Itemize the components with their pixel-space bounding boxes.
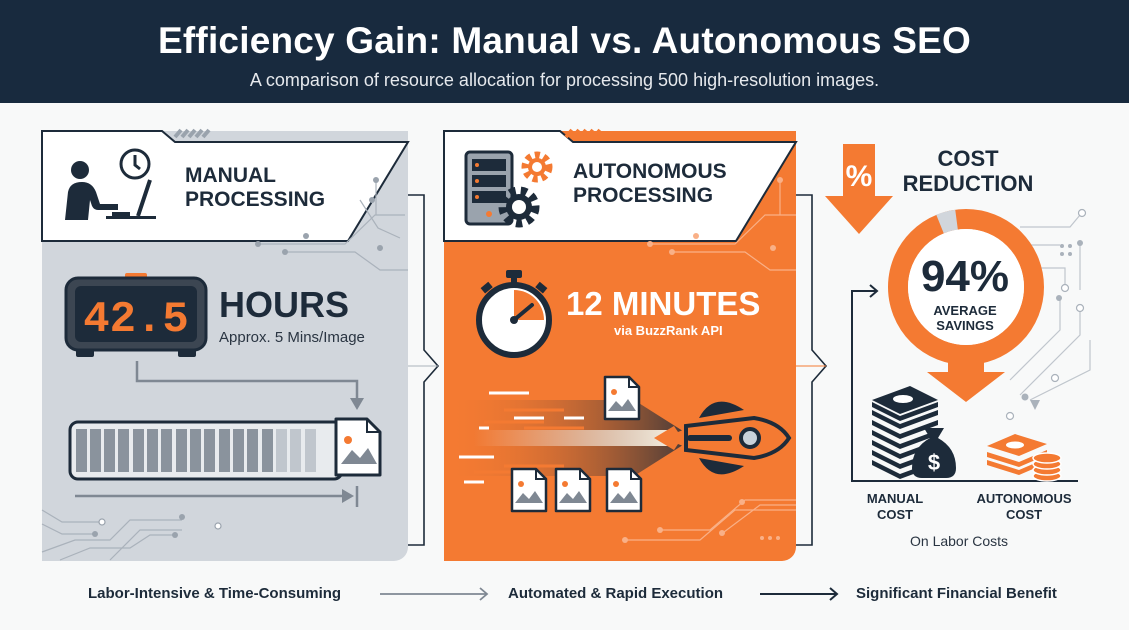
manual-cost-line2: COST xyxy=(876,507,914,522)
cost-title-line2: REDUCTION xyxy=(902,171,1034,196)
image-file-icon xyxy=(510,467,548,513)
manual-title-line2: PROCESSING xyxy=(185,188,326,211)
avg-line2: SAVINGS xyxy=(936,318,994,333)
manual-cost-label: MANUAL COST xyxy=(860,491,930,523)
image-file-icon xyxy=(334,417,382,477)
cost-reduction-title: COST REDUCTION xyxy=(898,146,1038,196)
average-savings-label: AVERAGE SAVINGS xyxy=(905,303,1025,333)
arrow-right-icon xyxy=(760,587,839,601)
manual-hours-label: HOURS xyxy=(219,284,350,325)
savings-percent: 94% xyxy=(920,252,1010,301)
footer-step-3: Significant Financial Benefit xyxy=(856,585,1057,602)
autonomous-cost-label: AUTONOMOUS COST xyxy=(965,491,1083,523)
page-subtitle: A comparison of resource allocation for … xyxy=(249,70,880,90)
cost-title-line1: COST xyxy=(937,146,999,171)
percent-down-arrow-icon: % xyxy=(825,144,893,234)
image-file-icon xyxy=(605,467,643,513)
svg-text:%: % xyxy=(846,160,873,193)
autonomous-minutes-label: 12 MINUTES xyxy=(566,285,761,322)
labor-costs-note: On Labor Costs xyxy=(910,533,1009,549)
image-file-icon xyxy=(554,467,592,513)
auto-cost-line2: COST xyxy=(1005,507,1043,522)
header-banner: Efficiency Gain: Manual vs. Autonomous S… xyxy=(0,0,1129,103)
manual-rate: Approx. 5 Mins/Image xyxy=(219,329,365,346)
gear-icon xyxy=(521,151,553,183)
gear-icon xyxy=(498,186,540,228)
manual-cost-line1: MANUAL xyxy=(866,491,924,506)
svg-text:$: $ xyxy=(928,450,940,475)
autonomous-title-line1: AUTONOMOUS xyxy=(573,160,727,183)
avg-line1: AVERAGE xyxy=(933,303,997,318)
autonomous-api-label: via BuzzRank API xyxy=(614,323,723,338)
digital-clock-icon: 42.5 xyxy=(64,273,208,357)
footer-step-2: Automated & Rapid Execution xyxy=(508,585,724,602)
footer-step-1: Labor-Intensive & Time-Consuming xyxy=(88,585,342,602)
arrow-right-icon xyxy=(380,587,489,601)
money-stack-icon xyxy=(872,386,938,479)
autonomous-title-line2: PROCESSING xyxy=(573,184,714,207)
coins-icon xyxy=(987,434,1062,482)
auto-cost-line1: AUTONOMOUS xyxy=(976,491,1072,506)
person-at-computer-icon xyxy=(65,161,156,220)
manual-title-line1: MANUAL xyxy=(185,164,276,187)
stopwatch-icon xyxy=(476,270,552,358)
clock-icon xyxy=(119,148,151,180)
page-title: Efficiency Gain: Manual vs. Autonomous S… xyxy=(158,20,971,61)
svg-text:42.5: 42.5 xyxy=(83,295,189,345)
money-bag-icon: $ xyxy=(912,428,956,478)
autonomous-title: AUTONOMOUS PROCESSING xyxy=(573,160,727,208)
manual-title: MANUAL PROCESSING xyxy=(185,164,325,212)
image-file-icon xyxy=(603,375,641,421)
